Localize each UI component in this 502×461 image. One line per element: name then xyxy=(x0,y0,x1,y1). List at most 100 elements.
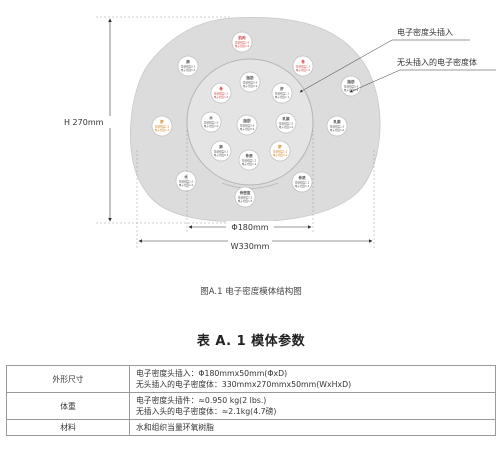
dimensions-line-2: 无头插入的电子密度体：330mmx270mmx50mm(WxHxD) xyxy=(136,380,352,389)
width-label: W330mm xyxy=(231,242,270,251)
plug-disc xyxy=(275,112,297,134)
plug-line2: 电子密度0.3 xyxy=(214,153,229,157)
plug-disc xyxy=(151,115,173,137)
plug-line2: 电子密度1.2 xyxy=(242,162,257,166)
plug-line2: 电子密度1.5 xyxy=(214,95,229,99)
weight-line-1: 电子密度头插件：≈0.950 kg(2 lbs.) xyxy=(136,396,267,405)
plug-disc xyxy=(175,170,197,192)
table-row: 材料 水和组织当量环氧树脂 xyxy=(6,419,496,436)
row-value-weight: 电子密度头插件：≈0.950 kg(2 lbs.) 无插入头的电子密度体：≈2.… xyxy=(129,392,496,420)
plug-line2: 电子密度0.9 xyxy=(243,84,258,88)
plug-line2: 电子密度1.5 xyxy=(238,199,253,203)
plug-line2: 电子密度0.3 xyxy=(181,68,196,72)
plug-title: 脂肪 xyxy=(245,75,254,80)
plug-line2: 电子密度1.2 xyxy=(295,184,310,188)
dimensions-line-1: 电子密度头插入：Φ180mmx50mm(ΦxD) xyxy=(136,369,288,378)
plug-line2: 电子密度1.5 xyxy=(296,68,311,72)
table-title: 表 A. 1 模体参数 xyxy=(196,334,306,349)
plug-disc xyxy=(177,55,199,77)
plug-title: 乳腺 xyxy=(282,116,290,121)
plug-title: 骨 xyxy=(301,59,305,64)
plug-line2: 电子密度1.0 xyxy=(330,128,345,132)
plug-disc xyxy=(210,82,232,104)
phantom-structure-figure: 肌肉等效密度1.0电子密度1.0肺等效密度0.3电子密度0.3骨等效密度1.5电… xyxy=(62,16,496,251)
plug-title: 肺 xyxy=(219,144,223,149)
plug-title: 骨 xyxy=(219,86,223,91)
plug-disc xyxy=(271,82,293,104)
plug-line1: 等效密度1.2 xyxy=(242,159,257,163)
plug-title: 水 xyxy=(208,115,213,120)
plug-line1: 等效密度0.9 xyxy=(243,81,258,85)
plug-line1: 等效密度1.0 xyxy=(330,125,345,129)
plug-line2: 电子密度1.0 xyxy=(204,124,219,128)
plug-title: 肺 xyxy=(186,59,190,64)
row-label-weight: 体重 xyxy=(6,392,130,420)
diameter-label: Φ180mm xyxy=(231,223,268,232)
plug-line1: 等效密度1.1 xyxy=(273,150,288,154)
plug-title: 脂肪 xyxy=(242,118,251,123)
row-value-dimensions: 电子密度头插入：Φ180mmx50mm(ΦxD) 无头插入的电子密度体：330m… xyxy=(129,365,496,393)
insert-callout-label: 电子密度头插入 xyxy=(397,27,453,37)
plug-disc xyxy=(269,140,291,162)
plug-disc xyxy=(340,75,362,97)
plug-line1: 等效密度1.5 xyxy=(296,65,311,69)
material-line-1: 水和组织当量环氧树脂 xyxy=(136,423,214,432)
plug-disc xyxy=(292,55,314,77)
plug-title: 骨密度 xyxy=(240,190,251,195)
plug-line1: 等效密度1.2 xyxy=(295,181,310,185)
plug-line1: 等效密度1.5 xyxy=(238,196,253,200)
plug-line1: 等效密度0.9 xyxy=(344,85,359,89)
body-callout-label: 无头插入的电子密度体 xyxy=(397,57,477,67)
plug-title: 骨质 xyxy=(245,153,253,158)
plug-title: 水 xyxy=(183,174,188,179)
plug-line1: 等效密度1.1 xyxy=(155,125,170,129)
plug-line1: 等效密度0.3 xyxy=(214,150,229,154)
plug-line1: 等效密度1.0 xyxy=(235,41,250,45)
plug-title: 肝 xyxy=(280,86,284,91)
plug-line2: 电子密度1.0 xyxy=(235,44,250,48)
plug-line1: 等效密度1.0 xyxy=(179,180,194,184)
plug-title: 乳腺 xyxy=(333,119,341,124)
height-label: H 270mm xyxy=(64,118,104,127)
plug-line2: 电子密度1.1 xyxy=(275,95,290,99)
insert-callout-leader xyxy=(299,39,393,93)
plug-line2: 电子密度1.1 xyxy=(155,128,170,132)
plug-title: 肝 xyxy=(160,119,164,124)
plug-disc xyxy=(210,140,232,162)
plug-line2: 电子密度1.0 xyxy=(179,183,194,187)
plug-disc xyxy=(231,31,253,53)
row-label-material: 材料 xyxy=(6,419,130,436)
row-value-material: 水和组织当量环氧树脂 xyxy=(129,419,496,436)
plug-disc xyxy=(236,114,258,136)
plug-line1: 等效密度1.0 xyxy=(279,122,294,126)
plug-disc xyxy=(291,171,313,193)
plug-disc xyxy=(326,115,348,137)
parameter-table: 外形尺寸 电子密度头插入：Φ180mmx50mm(ΦxD) 无头插入的电子密度体… xyxy=(6,365,496,436)
row-label-dimensions: 外形尺寸 xyxy=(6,365,130,393)
plug-line2: 电子密度1.1 xyxy=(273,153,288,157)
plug-line1: 等效密度0.3 xyxy=(181,65,196,69)
plug-line1: 等效密度1.0 xyxy=(204,121,219,125)
plug-line1: 等效密度1.5 xyxy=(214,92,229,96)
plug-title: 肌肉 xyxy=(237,35,246,40)
plug-line2: 电子密度0.9 xyxy=(240,127,255,131)
table-row: 外形尺寸 电子密度头插入：Φ180mmx50mm(ΦxD) 无头插入的电子密度体… xyxy=(6,365,496,393)
weight-line-2: 无插入头的电子密度体：≈2.1kg(4.7磅) xyxy=(136,407,277,416)
